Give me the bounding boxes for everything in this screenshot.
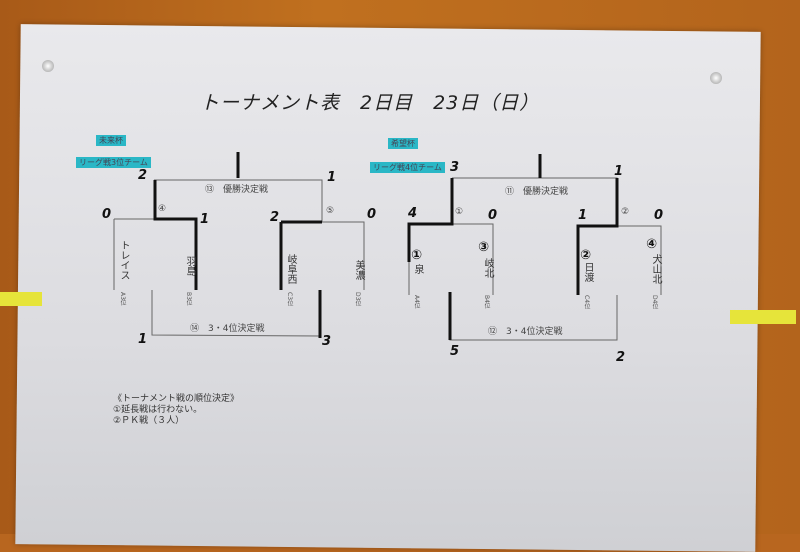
score: 0 (488, 208, 498, 223)
score: 2 (270, 210, 280, 225)
score: 4 (408, 206, 418, 221)
score: 1 (614, 164, 624, 179)
page-title: トーナメント表 2日目 23日（日） (200, 92, 540, 114)
left-match-5: ⑤ (326, 206, 335, 216)
right-third-label: ⑫ 3・4位決定戦 (488, 327, 563, 337)
team-rank: A4位 (413, 295, 420, 309)
right-final-label: ⑪ 優勝決定戦 (505, 187, 569, 197)
score: 2 (138, 168, 148, 183)
score: 0 (654, 208, 664, 223)
team-rank: B3位 (185, 292, 192, 306)
team-name: 犬山北 (650, 254, 661, 284)
right-group-label: リーグ戦4位チーム (370, 162, 445, 173)
left-third-label: ⑭ 3・4位決定戦 (190, 324, 265, 334)
bracket-lines (113, 152, 662, 341)
score: 3 (450, 160, 460, 175)
tape-right (730, 310, 796, 324)
notes-item: ①延長戦は行わない。 (113, 405, 203, 415)
circled-mark: ③ (478, 240, 490, 255)
left-match-4: ④ (158, 204, 167, 214)
score: 1 (578, 208, 588, 223)
circled-mark: ② (580, 248, 592, 263)
score: 5 (450, 344, 460, 359)
score: 1 (327, 170, 337, 185)
team-name: 羽島 (184, 256, 195, 276)
team-name: 岐北 (482, 258, 493, 278)
score: 1 (200, 212, 210, 227)
right-match-2: ② (621, 207, 630, 217)
score: 1 (138, 332, 148, 347)
team-rank: C4位 (583, 295, 590, 310)
team-name: 泉 (412, 264, 423, 274)
team-name: 岐阜西 (285, 254, 296, 284)
pushpin-left (42, 60, 54, 72)
notes-heading: 《トーナメント戦の順位決定》 (113, 394, 240, 404)
circled-mark: ① (411, 248, 423, 263)
score: 2 (616, 350, 626, 365)
right-match-1: ① (455, 207, 464, 217)
circled-mark: ④ (646, 237, 658, 252)
team-rank: A3位 (119, 292, 126, 306)
team-rank: D4位 (651, 295, 658, 310)
notes-item: ②ＰＫ戦（３人） (113, 416, 185, 426)
left-final-label: ⑬ 優勝決定戦 (205, 185, 269, 195)
team-name: トレイス (118, 240, 129, 280)
pushpin-right (710, 72, 722, 84)
right-cup-label: 希望杯 (388, 138, 418, 149)
team-rank: B4位 (483, 295, 490, 309)
tape-left (0, 292, 42, 306)
left-cup-label: 未来杯 (96, 135, 126, 146)
team-name: 美濃 (353, 260, 364, 280)
score: 3 (322, 334, 332, 349)
team-rank: C3位 (286, 292, 293, 307)
score: 0 (102, 207, 112, 222)
team-rank: D3位 (354, 292, 361, 307)
left-group-label: リーグ戦3位チーム (76, 157, 151, 168)
score: 0 (367, 207, 377, 222)
team-name: 日渡 (582, 262, 593, 282)
notes: 《トーナメント戦の順位決定》 ①延長戦は行わない。 ②ＰＫ戦（３人） (113, 394, 239, 427)
